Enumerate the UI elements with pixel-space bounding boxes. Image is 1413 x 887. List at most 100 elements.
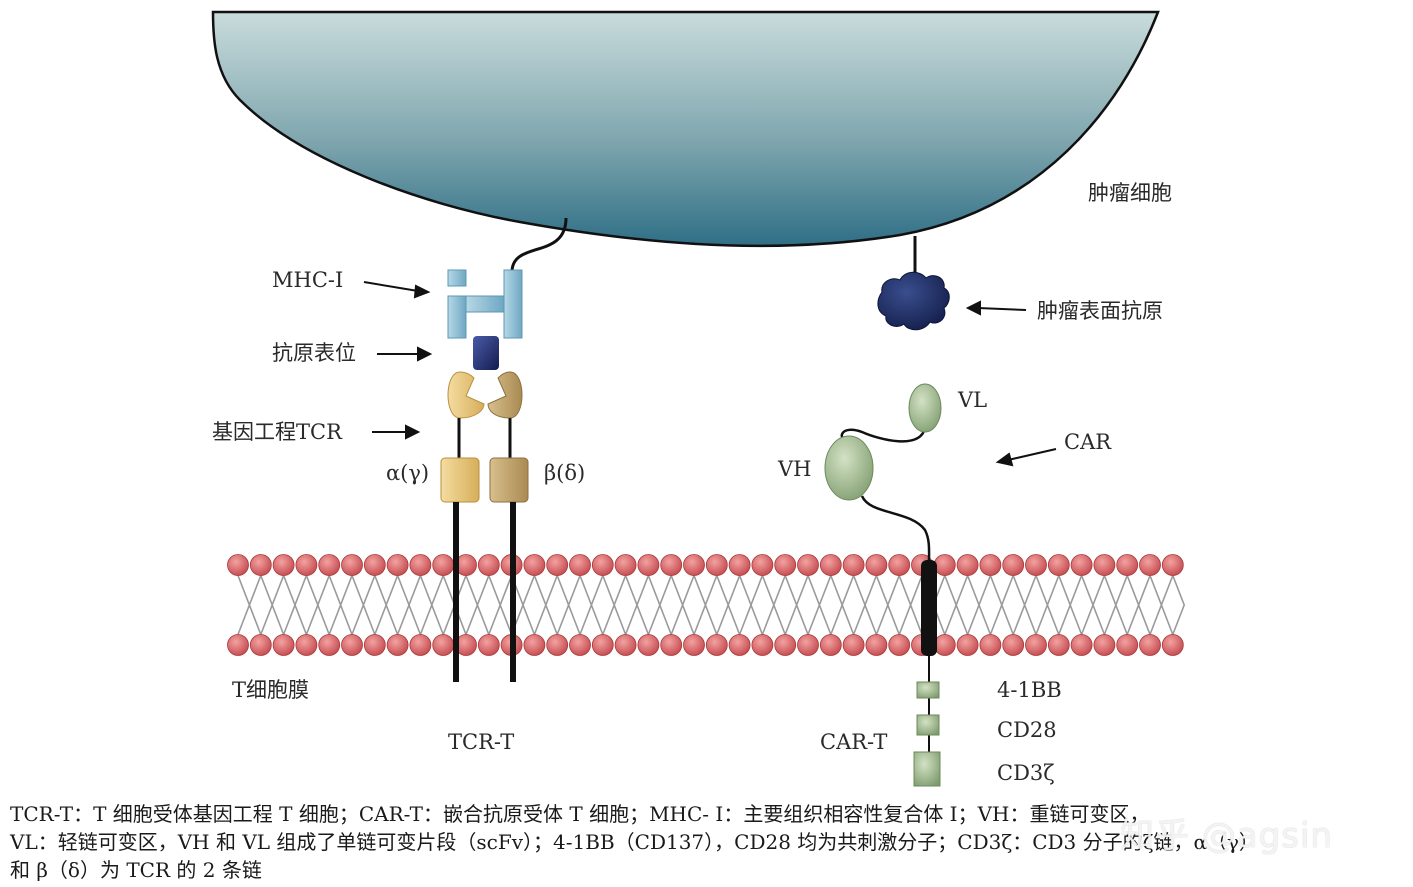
arrow-car [995,448,1057,467]
lipid-head-outer [363,554,386,576]
lipid-head-inner [318,634,341,656]
lipid-head-outer [1093,554,1116,576]
lipid-head-inner [272,634,295,656]
lipid-head-inner [477,634,500,656]
caption-line-3: 和 β（δ）为 TCR 的 2 条链 [10,858,262,882]
lipid-head-inner [888,634,911,656]
lipid-head-inner [705,634,728,656]
lipid-head-outer [569,554,591,576]
lipid-head-outer [1070,554,1093,576]
lipid-head-outer [705,554,728,576]
lipid-head-outer [409,554,432,576]
lipid-head-inner [1161,634,1184,656]
tumor-surface-antigen [877,271,950,331]
caption-line-2: VL：轻链可变区，VH 和 VL 组成了单链可变片段（scFv）；4-1BB（C… [10,830,1259,854]
lipid-head-outer [318,554,341,576]
label-4-1bb: 4-1BB [997,678,1062,702]
label-epitope: 抗原表位 [272,341,356,365]
lipid-head-inner [797,634,819,656]
lipid-head-outer [819,554,842,576]
lipid-head-inner [409,634,432,656]
lipid-head-outer [956,554,979,576]
lipid-head-outer [386,554,409,576]
lipid-head-outer [614,554,637,576]
lipid-head-inner [614,634,637,656]
lipid-head-outer [1002,554,1025,576]
arrow-antigen [965,300,1027,316]
lipid-head-outer [865,554,888,576]
t-cell-membrane [227,554,1186,656]
label-t-membrane: T细胞膜 [232,678,310,702]
lipid-head-outer [523,554,546,576]
antigen-epitope [473,336,499,370]
lipid-head-outer [728,554,751,576]
lipid-head-inner [1025,634,1047,656]
lipid-head-outer [341,554,363,576]
tcr-alpha-chain [440,371,485,682]
label-tumor-antigen: 肿瘤表面抗原 [1037,299,1163,323]
lipid-head-outer [546,554,569,576]
domain-cd3z [913,751,941,787]
label-car: CAR [1064,430,1112,454]
lipid-head-outer [888,554,911,576]
label-alpha-chain: α(γ) [386,461,430,485]
lipid-head-outer [272,554,295,576]
lipid-head-inner [933,634,956,656]
lipid-head-outer [979,554,1002,576]
lipid-head-inner [956,634,979,656]
tumor-cell [211,10,1160,248]
label-engineered-tcr: 基因工程TCR [212,420,342,444]
lipid-head-outer [1139,554,1161,576]
lipid-head-outer [1047,554,1070,576]
car-transmembrane [921,560,937,656]
lipid-head-inner [249,634,272,656]
lipid-head-inner [819,634,842,656]
lipid-head-outer [249,554,272,576]
lipid-head-inner [363,634,386,656]
lipid-head-inner [1139,634,1161,656]
lipid-head-inner [546,634,569,656]
lipid-head-outer [637,554,660,576]
arrow-tcr [372,424,421,440]
lipid-head-inner [865,634,888,656]
lipid-head-outer [842,554,865,576]
lipid-head-inner [523,634,546,656]
label-vh: VH [778,457,812,481]
arrow-epitope [377,346,433,362]
lipid-head-inner [386,634,409,656]
lipid-head-inner [774,634,797,656]
lipid-head-inner [569,634,591,656]
lipid-head-outer [432,554,455,576]
label-vl: VL [958,388,988,412]
watermark: 知乎 @agsin [1120,816,1333,856]
car-receptor [824,383,942,787]
label-mhc-i: MHC-I [272,268,344,292]
lipid-head-inner [728,634,751,656]
arrows [363,281,1057,467]
lipid-head-inner [683,634,705,656]
label-tumor-cell: 肿瘤细胞 [1088,181,1172,205]
mhc-tether [510,217,568,273]
lipid-head-inner [842,634,865,656]
label-beta-chain: β(δ) [544,461,586,485]
lipid-head-inner [1093,634,1116,656]
lipid-head-inner [295,634,318,656]
vl-domain [908,383,942,433]
lipid-head-outer [227,554,249,576]
tcr-beta-chain [487,371,529,682]
lipid-head-outer [1161,554,1184,576]
lipid-head-inner [432,634,455,656]
domain-cd28 [916,714,940,736]
lipid-head-inner [660,634,683,656]
lipid-head-inner [637,634,660,656]
lipid-head-outer [1025,554,1047,576]
label-cd3z: CD3ζ [997,761,1055,785]
lipid-head-inner [341,634,363,656]
lipid-head-inner [1047,634,1070,656]
lipid-head-inner [1070,634,1093,656]
lipid-head-outer [295,554,318,576]
lipid-head-inner [979,634,1002,656]
lipid-head-outer [751,554,774,576]
lipid-head-inner [1002,634,1025,656]
